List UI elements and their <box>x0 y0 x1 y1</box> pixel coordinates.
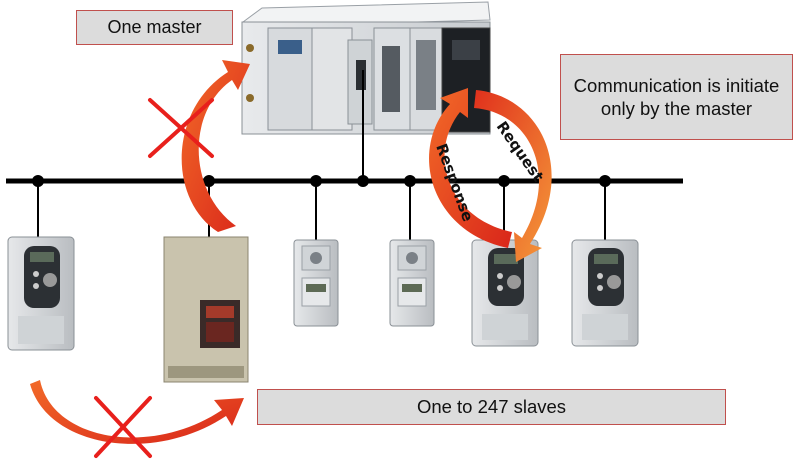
drive-slave-6 <box>571 239 639 347</box>
cross-upper-icon <box>148 98 214 158</box>
slave-drop-lines <box>37 181 606 240</box>
drive-slave-2 <box>163 236 249 383</box>
response-arrow <box>429 88 512 248</box>
one-master-callout: One master <box>76 10 233 45</box>
cross-lower-icon <box>94 396 152 458</box>
starter-slave-4 <box>389 239 435 327</box>
blocked-arrow-upper <box>181 60 250 232</box>
slaves-callout: One to 247 slaves <box>257 389 726 425</box>
request-arrow <box>474 90 552 262</box>
starter-slave-3 <box>293 239 339 327</box>
drive-slave-1 <box>7 236 75 351</box>
drive-slave-5 <box>471 239 539 347</box>
bus-junctions <box>32 175 611 187</box>
blocked-arrow-lower <box>30 380 244 444</box>
communication-callout: Communication is initiate only by the ma… <box>560 54 793 140</box>
